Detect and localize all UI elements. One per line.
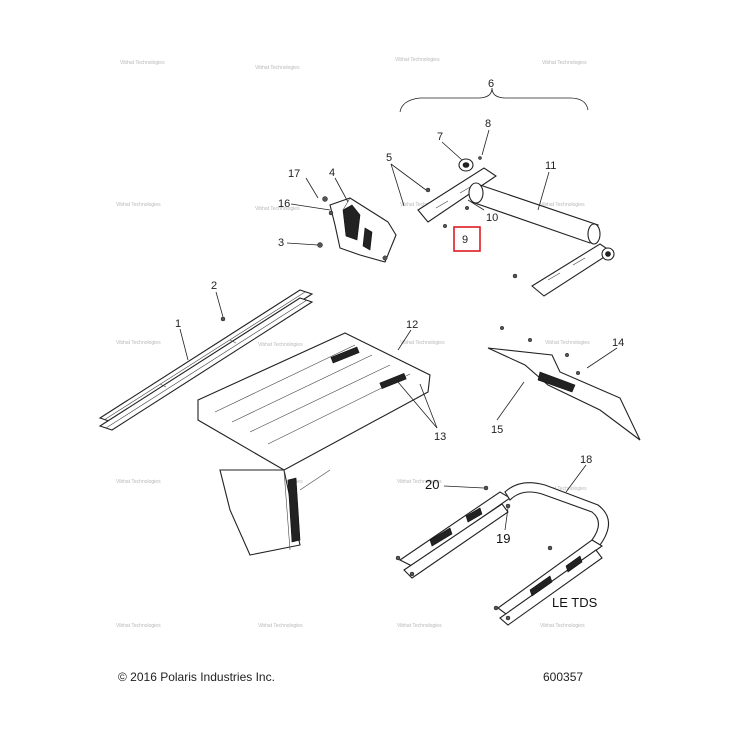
rail-assembly: [98, 289, 314, 431]
watermark: Vibhat Technologies: [116, 340, 161, 346]
watermark: Vibhat Technologies: [400, 340, 445, 346]
watermark: Vibhat Technologies: [542, 60, 587, 66]
watermark: Vibhat Technologies: [255, 206, 300, 212]
roll-bar-assembly: [399, 87, 615, 297]
mount-bracket: [317, 196, 397, 263]
watermark: Vibhat Technologies: [258, 342, 303, 348]
callout-labels: 1 2 3 4 5 6 7 8 9 10 11 12 13 14 15 16 1…: [175, 78, 624, 610]
copyright-text: © 2016 Polaris Industries Inc.: [118, 670, 275, 684]
watermark: Vibhat Technologies: [400, 202, 445, 208]
callout-17: 17: [288, 168, 300, 180]
callout-10: 10: [486, 212, 498, 224]
callout-1: 1: [175, 318, 181, 330]
callout-5: 5: [386, 152, 392, 164]
callout-12: 12: [406, 319, 418, 331]
watermark: Vibhat Technologies: [258, 623, 303, 629]
watermark: Vibhat Technologies: [540, 202, 585, 208]
watermark: Vibhat Technologies: [255, 65, 300, 71]
callout-15: 15: [491, 424, 503, 436]
watermark: Vibhat Technologies: [120, 60, 165, 66]
cargo-bed: [197, 332, 431, 556]
variant-label: LE TDS: [552, 595, 598, 610]
leader-lines: [179, 129, 618, 531]
callout-16: 16: [278, 198, 290, 210]
callout-11: 11: [545, 160, 556, 172]
callout-4: 4: [329, 167, 335, 179]
le-tds-bar: [395, 482, 610, 626]
diagram-number: 600357: [543, 670, 584, 684]
callout-3: 3: [278, 237, 284, 249]
highlight-box: [453, 226, 481, 252]
callout-19: 19: [496, 531, 510, 546]
tailgate-trim: [487, 325, 641, 441]
callout-8: 8: [485, 118, 491, 130]
watermark: Vibhat Technologies: [542, 486, 587, 492]
watermark: Vibhat Technologies: [545, 340, 590, 346]
watermark: Vibhat Technologies: [397, 623, 442, 629]
watermark: Vibhat Technologies: [116, 623, 161, 629]
watermark: Vibhat Technologies: [116, 479, 161, 485]
callout-13: 13: [434, 431, 446, 443]
watermark: Vibhat Technologies: [397, 479, 442, 485]
watermark: Vibhat Technologies: [395, 57, 440, 63]
callout-9: 9: [462, 234, 468, 246]
callout-18: 18: [580, 454, 592, 466]
callout-14: 14: [612, 337, 624, 349]
callout-6: 6: [488, 78, 494, 90]
callout-7: 7: [437, 131, 443, 143]
watermark: Vibhat Technologies: [540, 623, 585, 629]
callout-2: 2: [211, 280, 217, 292]
watermark: Vibhat Technologies: [116, 202, 161, 208]
callout-20: 20: [425, 477, 439, 492]
